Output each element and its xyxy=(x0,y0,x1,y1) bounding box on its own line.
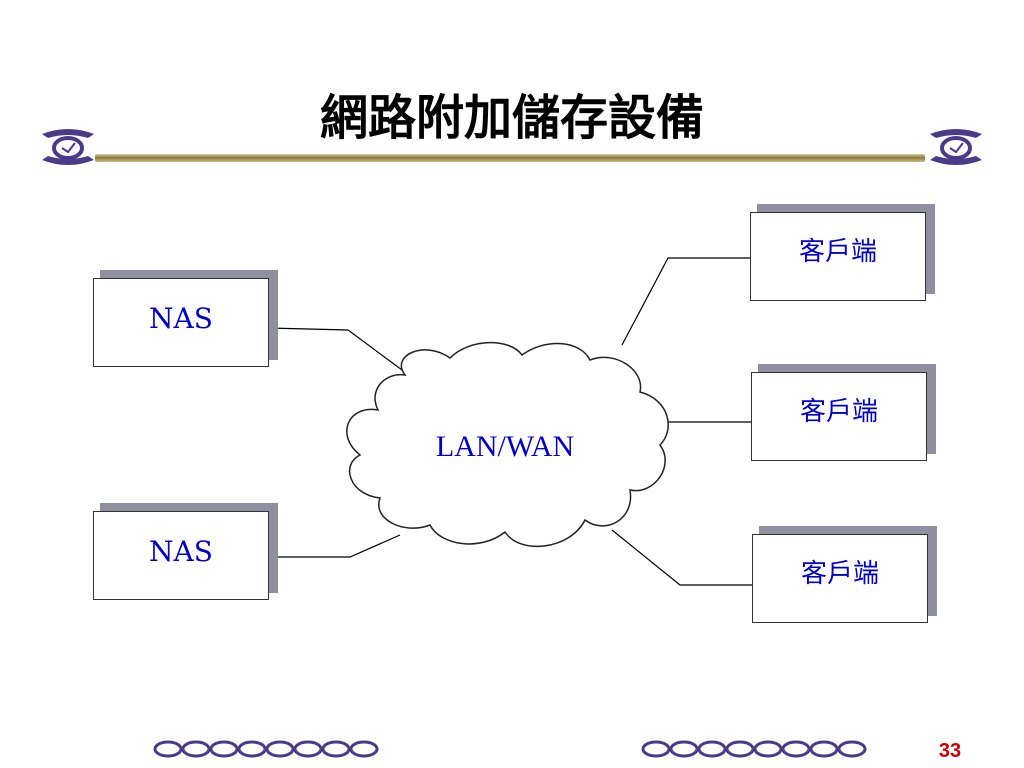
connector-line xyxy=(267,327,403,371)
nas-label: NAS xyxy=(149,535,213,568)
client-box: 客戶端 xyxy=(752,534,928,623)
client-box: 客戶端 xyxy=(751,372,927,461)
nas-label: NAS xyxy=(149,302,213,335)
chain-ornament-icon xyxy=(641,740,867,758)
client-box: 客戶端 xyxy=(750,212,926,301)
nas-box: NAS xyxy=(93,278,269,367)
connector-line xyxy=(621,257,752,346)
nas-box: NAS xyxy=(93,511,269,600)
swirl-emblem-icon xyxy=(42,129,94,165)
cloud-label: LAN/WAN xyxy=(435,430,575,463)
lan-wan-cloud xyxy=(346,341,669,548)
client-label: 客戶端 xyxy=(798,237,877,267)
slide-title: 網路附加儲存設備 xyxy=(319,90,704,146)
header-rule xyxy=(95,154,925,162)
chain-ornament-icon xyxy=(153,740,379,758)
page-number: 33 xyxy=(938,740,962,762)
client-label: 客戶端 xyxy=(800,559,879,589)
connector-line xyxy=(611,529,752,586)
connector-line xyxy=(268,534,401,558)
client-label: 客戶端 xyxy=(799,397,878,427)
swirl-emblem-icon xyxy=(930,129,982,165)
